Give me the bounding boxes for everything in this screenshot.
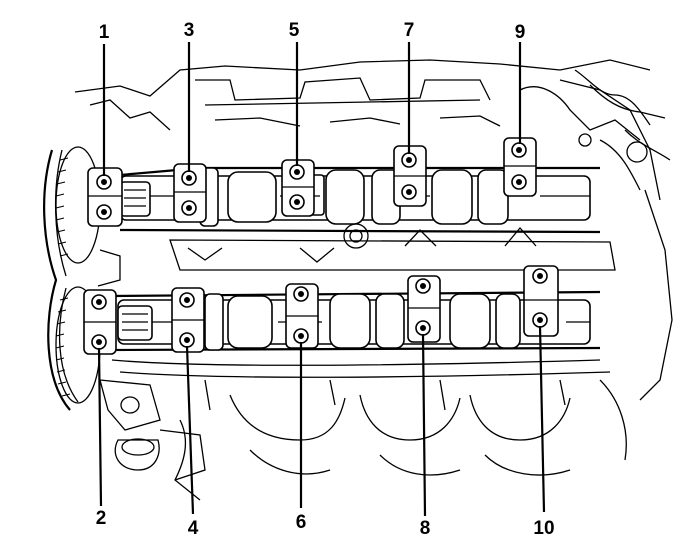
label-5: 5 xyxy=(289,20,300,41)
label-10: 10 xyxy=(533,518,554,539)
label-7: 7 xyxy=(404,20,415,41)
exhaust-camshaft xyxy=(117,293,591,351)
label-6: 6 xyxy=(296,512,307,533)
bearing-cap-10 xyxy=(523,265,559,337)
bearing-cap-6 xyxy=(285,283,319,349)
leader-lines xyxy=(97,42,546,517)
bearing-cap-9 xyxy=(503,137,537,197)
bearing-cap-8 xyxy=(407,275,441,343)
callout-labels: 1 3 5 7 9 2 4 6 8 10 xyxy=(96,20,555,539)
bearing-cap-4 xyxy=(171,287,205,353)
label-8: 8 xyxy=(420,518,431,539)
bearing-caps xyxy=(83,137,559,355)
bearing-cap-2 xyxy=(83,289,117,355)
label-1: 1 xyxy=(99,22,110,43)
bearing-cap-5 xyxy=(281,159,315,217)
engine-background xyxy=(43,59,673,501)
label-3: 3 xyxy=(184,20,195,41)
bearing-cap-3 xyxy=(173,163,207,223)
label-4: 4 xyxy=(188,518,199,539)
bearing-cap-1 xyxy=(87,167,123,227)
label-9: 9 xyxy=(515,22,526,43)
label-2: 2 xyxy=(96,508,107,529)
bearing-cap-7 xyxy=(393,145,427,207)
